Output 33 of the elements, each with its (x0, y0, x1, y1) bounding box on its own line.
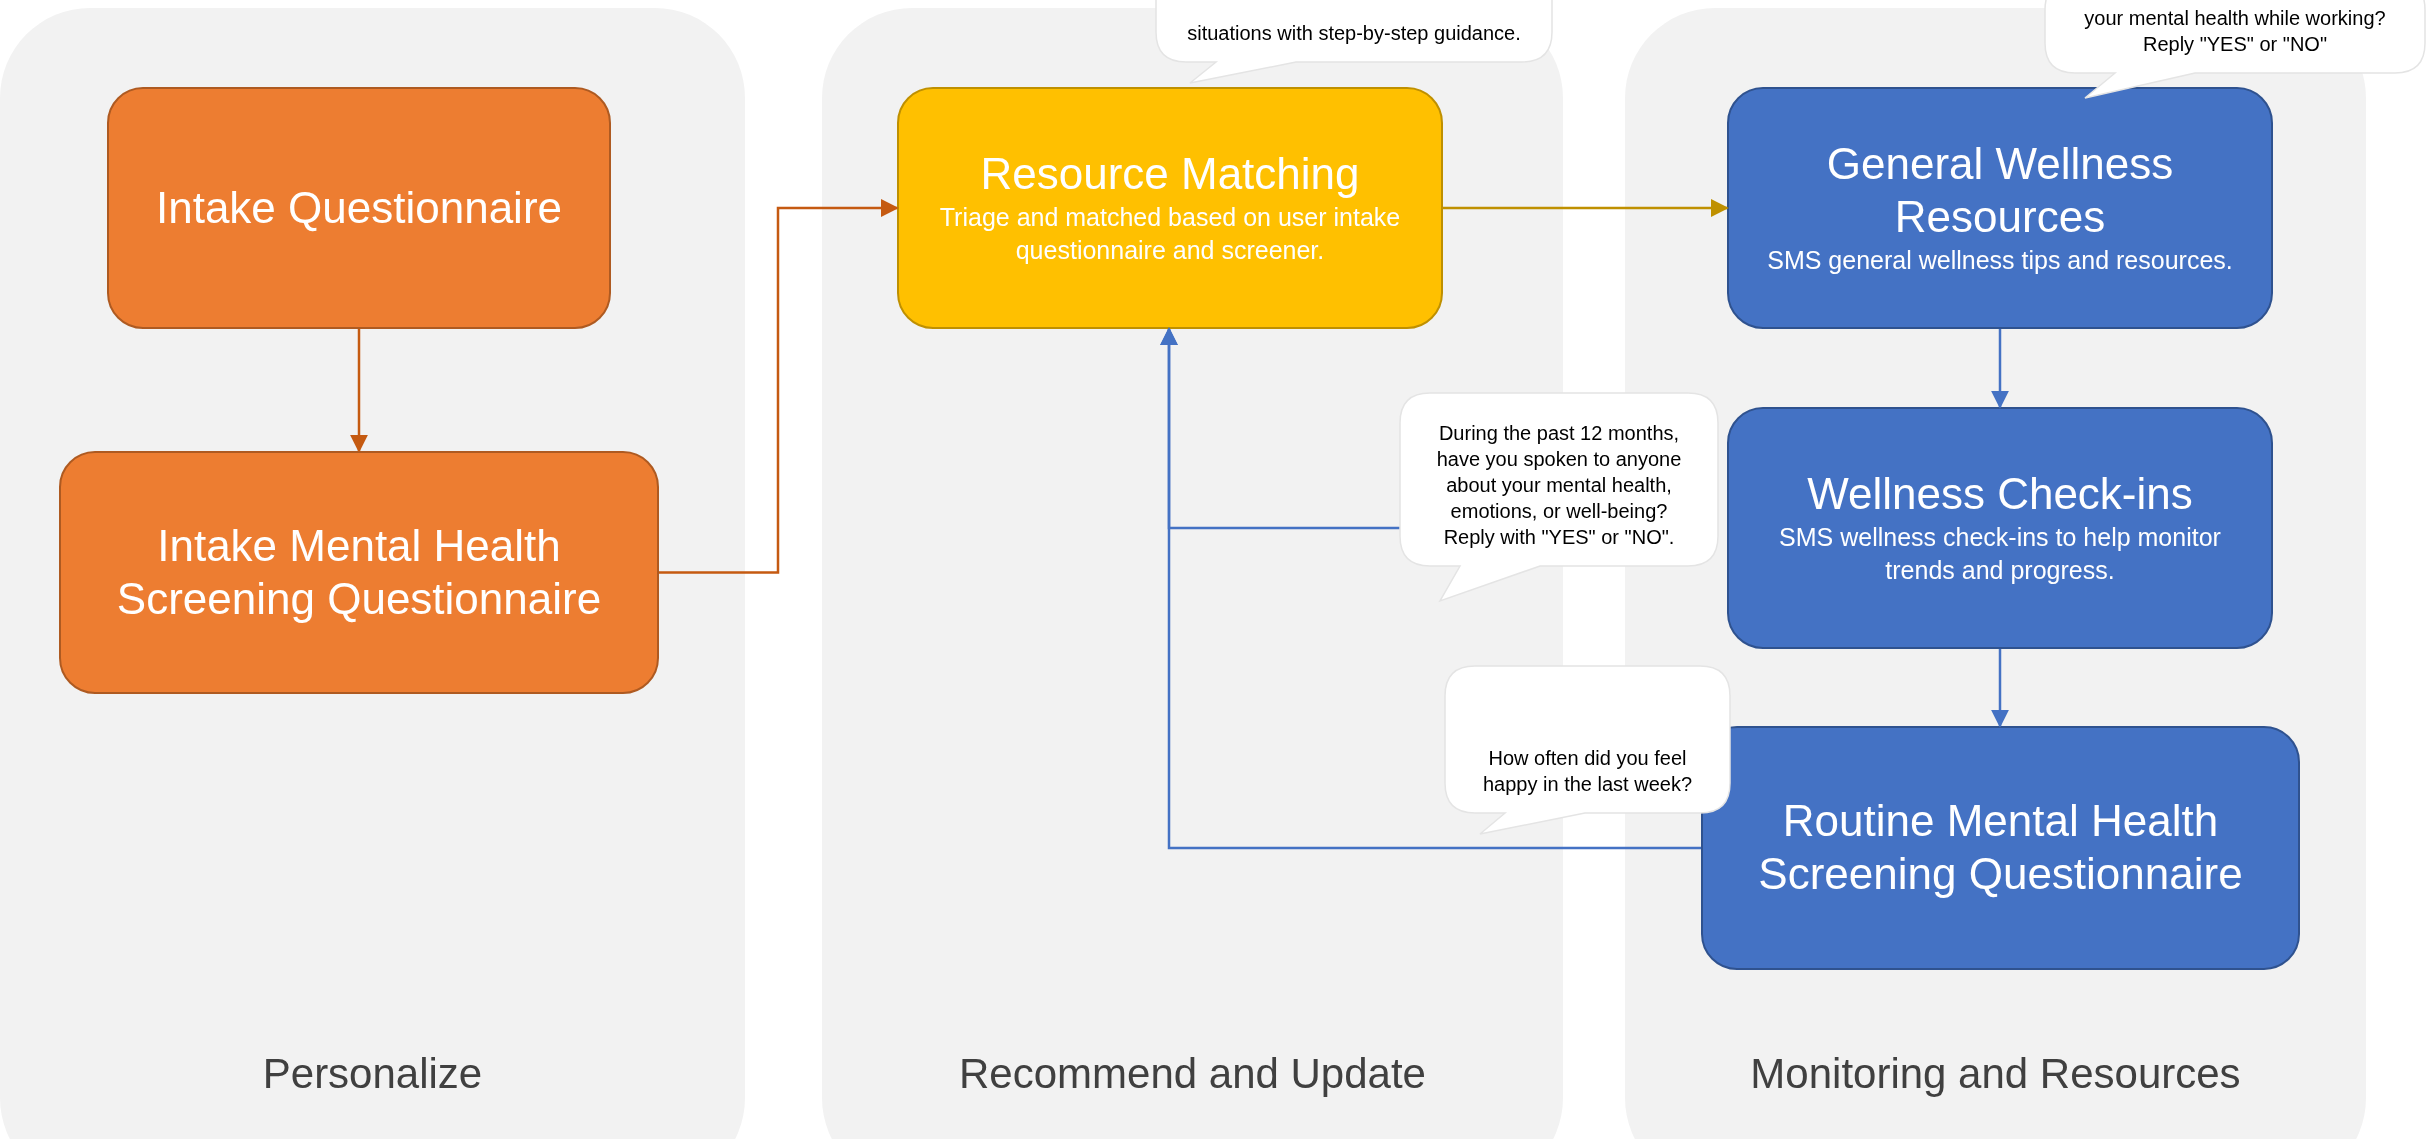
bubble-text: your mental health while working? Reply "YES" or "NO" (2083, 6, 2387, 57)
box-description: SMS wellness check-ins to help monitor trends and progress. (1778, 521, 2222, 587)
connector-arrow (350, 329, 368, 453)
box-description: SMS general wellness tips and resources. (1766, 244, 2234, 276)
stage-heading: Recommend and Update (958, 1049, 1427, 1099)
bubble-text: During the past 12 months, have you spoken to anyone about your mental health, emotions, or well-being? Reply with "YES" or "NO". (1435, 421, 1683, 550)
process-box (59, 451, 659, 694)
connector-arrow (659, 199, 899, 574)
process-box (107, 87, 611, 329)
connector-arrow (1991, 329, 2009, 409)
speech-bubble (1156, 0, 1552, 83)
speech-bubble (2045, 0, 2425, 98)
speech-bubble (1400, 393, 1718, 601)
process-box (1727, 407, 2273, 649)
bubble-text: situations with step-by-step guidance. (1187, 21, 1521, 46)
box-title: Resource Matching (980, 147, 1360, 200)
stage-heading: Monitoring and Resources (1749, 1049, 2242, 1099)
box-title: Intake Mental Health Screening Questionnaire (115, 519, 603, 625)
box-description: Triage and matched based on user intake questionnaire and screener. (938, 201, 1402, 267)
connector-arrow (1443, 199, 1729, 217)
stage-panel (0, 8, 745, 1139)
speech-bubble (1445, 666, 1730, 834)
stage-heading: Personalize (261, 1049, 484, 1099)
bubble-text: How often did you feel happy in the last week? (1482, 746, 1693, 797)
box-title: Intake Questionnaire (155, 181, 562, 234)
box-title: General Wellness Resources (1825, 138, 2175, 244)
process-box (1701, 726, 2300, 970)
connector-arrow (1160, 327, 1400, 530)
box-title: Wellness Check-ins (1807, 467, 2193, 520)
connector-arrow (1991, 649, 2009, 728)
process-box (1727, 87, 2273, 329)
process-box (897, 87, 1443, 329)
box-title: Routine Mental Health Screening Questionnaire (1757, 795, 2244, 900)
